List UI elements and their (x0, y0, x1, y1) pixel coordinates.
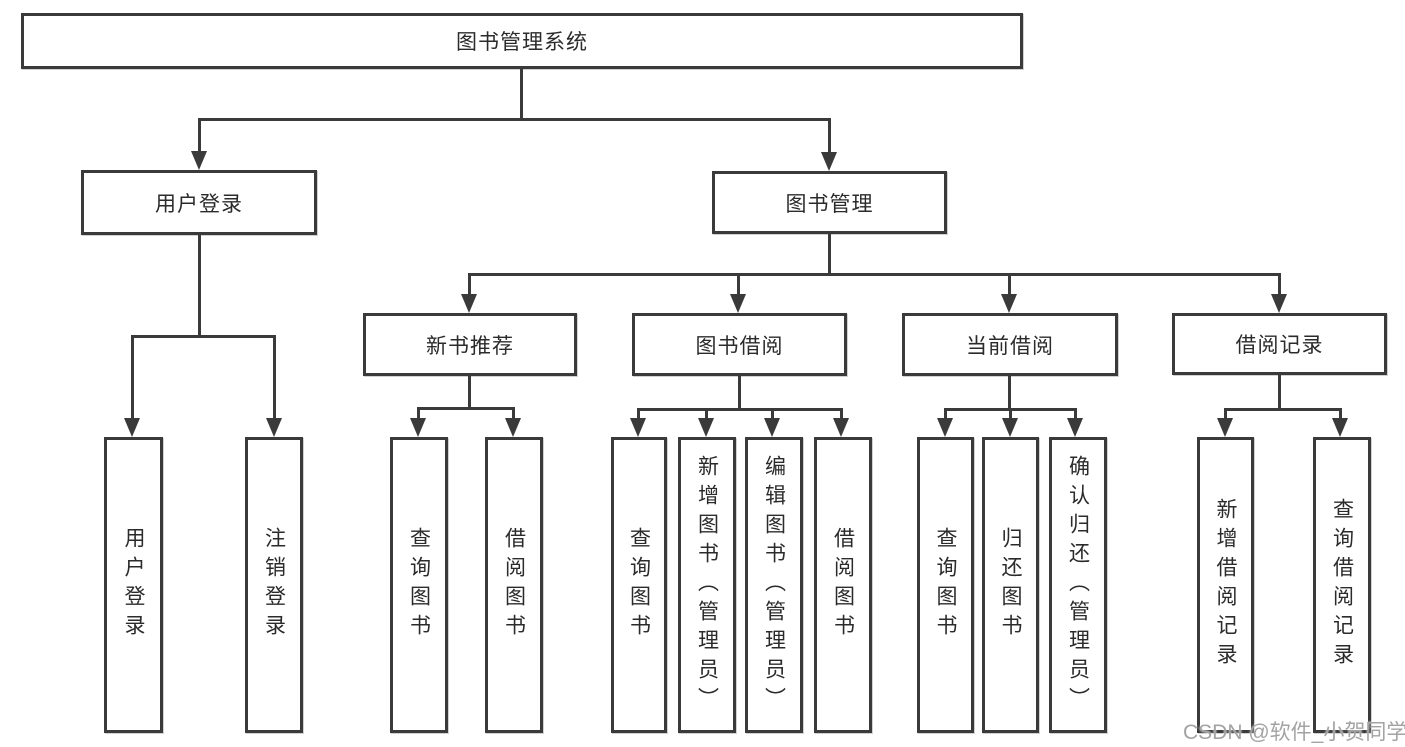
node-book-management-label: 图书管理 (785, 192, 874, 216)
arrow-down-icon (730, 294, 746, 313)
connector-borrowing-drop-4 (840, 408, 843, 418)
leaf-add-borrow-record: 新增借阅记录 (1197, 437, 1254, 733)
connector-userlogin-drop-left (131, 335, 134, 418)
leaf-search-borrow-record: 查询借阅记录 (1313, 437, 1371, 733)
leaf-search-books-recommend-label: 查询图书 (407, 527, 431, 643)
arrow-down-icon (410, 418, 426, 437)
arrow-down-icon (698, 418, 714, 437)
connector-borrowing-drop-1 (637, 408, 640, 418)
arrow-down-icon (191, 151, 207, 170)
connector-bookmgmt-drop-2 (737, 273, 740, 294)
arrow-down-icon (937, 418, 953, 437)
node-user-login: 用户登录 (81, 170, 317, 235)
node-library-system: 图书管理系统 (21, 13, 1023, 69)
connector-root-drop-left (198, 120, 201, 152)
node-book-borrowing: 图书借阅 (632, 313, 847, 376)
leaf-search-books-current-label: 查询图书 (934, 527, 957, 643)
arrow-down-icon (764, 418, 780, 437)
leaf-search-borrow-record-label: 查询借阅记录 (1330, 498, 1354, 672)
node-borrowing-records-label: 借阅记录 (1235, 334, 1324, 357)
leaf-borrow-books-borrowing: 借阅图书 (814, 437, 872, 733)
leaf-return-books: 归还图书 (982, 437, 1039, 733)
arrow-down-icon (1067, 418, 1083, 437)
leaf-user-login-label: 用户登录 (122, 527, 145, 643)
arrow-down-icon (1271, 294, 1287, 313)
connector-current-drop-3 (1074, 408, 1077, 418)
leaf-borrow-books-borrowing-label: 借阅图书 (831, 527, 855, 643)
arrow-down-icon (1002, 418, 1018, 437)
arrow-down-icon (1001, 294, 1017, 313)
arrow-down-icon (266, 418, 282, 437)
leaf-add-books-admin-label: 新增图书（管理员） (695, 454, 719, 716)
arrow-down-icon (1217, 418, 1233, 437)
arrow-down-icon (833, 418, 849, 437)
arrow-down-icon (124, 418, 140, 437)
node-borrowing-records: 借阅记录 (1172, 313, 1387, 375)
connector-current-drop-2 (1009, 408, 1012, 418)
node-book-borrowing-label: 图书借阅 (695, 334, 784, 358)
leaf-logout: 注销登录 (245, 437, 303, 733)
leaf-borrow-books-recommend: 借阅图书 (485, 437, 543, 733)
arrow-down-icon (630, 418, 646, 437)
leaf-search-books-recommend: 查询图书 (390, 437, 448, 733)
leaf-borrow-books-recommend-label: 借阅图书 (502, 527, 526, 643)
leaf-user-login: 用户登录 (104, 437, 163, 733)
leaf-logout-label: 注销登录 (262, 527, 286, 643)
leaf-return-books-label: 归还图书 (999, 527, 1022, 643)
connector-bookmgmt-drop-4 (1278, 273, 1281, 294)
csdn-watermark: CSDN @软件_小贺同学 (1183, 721, 1405, 744)
connector-newbook-bar (417, 407, 515, 410)
leaf-confirm-return-admin-label: 确认归还（管理员） (1066, 454, 1090, 716)
connector-userlogin-stem (198, 235, 201, 335)
node-current-borrowing-label: 当前借阅 (966, 334, 1054, 358)
connector-current-drop-1 (944, 408, 947, 418)
connector-bookmgmt-stem (828, 234, 831, 273)
leaf-edit-books-admin: 编辑图书（管理员） (745, 437, 803, 733)
arrow-down-icon (1332, 418, 1348, 437)
leaf-search-books-borrowing: 查询图书 (611, 437, 667, 733)
connector-root-drop-right (828, 120, 831, 153)
connector-newbook-stem (468, 376, 471, 407)
node-book-management: 图书管理 (712, 171, 947, 234)
arrow-down-icon (821, 152, 837, 171)
leaf-add-borrow-record-label: 新增借阅记录 (1214, 498, 1237, 672)
connector-newbook-drop-2 (512, 407, 515, 418)
connector-userlogin-bar (131, 335, 276, 338)
node-user-login-label: 用户登录 (155, 192, 243, 216)
connector-bookmgmt-drop-3 (1008, 273, 1011, 294)
node-new-book-recommend-label: 新书推荐 (426, 334, 514, 358)
connector-records-stem (1278, 375, 1281, 408)
connector-bookmgmt-drop-1 (468, 273, 471, 294)
arrow-down-icon (505, 418, 521, 437)
leaf-add-books-admin: 新增图书（管理员） (678, 437, 736, 733)
connector-userlogin-drop-right (273, 335, 276, 418)
connector-root-stem (520, 69, 523, 120)
connector-records-bar (1224, 408, 1342, 411)
connector-current-stem (1008, 376, 1011, 408)
connector-records-drop-1 (1224, 408, 1227, 418)
node-current-borrowing: 当前借阅 (902, 313, 1118, 376)
node-library-system-label: 图书管理系统 (456, 31, 588, 54)
connector-borrowing-bar (637, 408, 843, 411)
leaf-confirm-return-admin: 确认归还（管理员） (1049, 437, 1107, 733)
connector-newbook-drop-1 (417, 407, 420, 418)
connector-borrowing-drop-2 (705, 408, 708, 418)
connector-borrowing-drop-3 (771, 408, 774, 418)
connector-root-bar (198, 118, 831, 121)
connector-records-drop-2 (1339, 408, 1342, 418)
connector-bookmgmt-bar (468, 273, 1281, 276)
arrow-down-icon (461, 294, 477, 313)
leaf-search-books-current: 查询图书 (917, 437, 974, 733)
node-new-book-recommend: 新书推荐 (363, 313, 577, 376)
leaf-search-books-borrowing-label: 查询图书 (627, 527, 651, 643)
leaf-edit-books-admin-label: 编辑图书（管理员） (762, 454, 786, 716)
connector-borrowing-stem (738, 376, 741, 408)
